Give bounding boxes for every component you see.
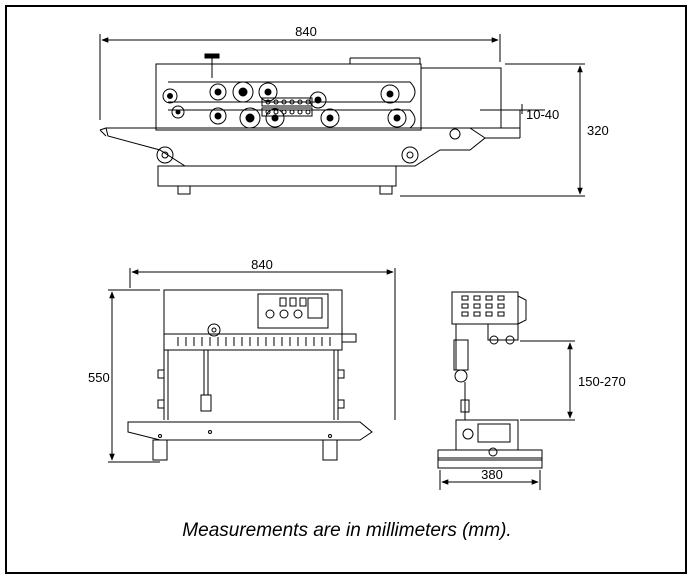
dimension-label-top-height: 320 <box>587 123 609 138</box>
figure-frame <box>5 5 687 574</box>
front-view-drawing <box>108 268 396 463</box>
side-view-drawing <box>437 291 575 490</box>
dimension-label-side-range: 150-270 <box>578 374 626 389</box>
dimension-label-top-range: 10-40 <box>526 107 559 122</box>
dimension-label-front-width: 840 <box>251 257 273 272</box>
top-view-drawing <box>99 34 585 197</box>
dimension-label-front-height: 550 <box>88 370 110 385</box>
dimension-label-top-width: 840 <box>295 24 317 39</box>
figure-caption: Measurements are in millimeters (mm). <box>182 520 512 541</box>
dimension-label-side-width: 380 <box>481 467 503 482</box>
